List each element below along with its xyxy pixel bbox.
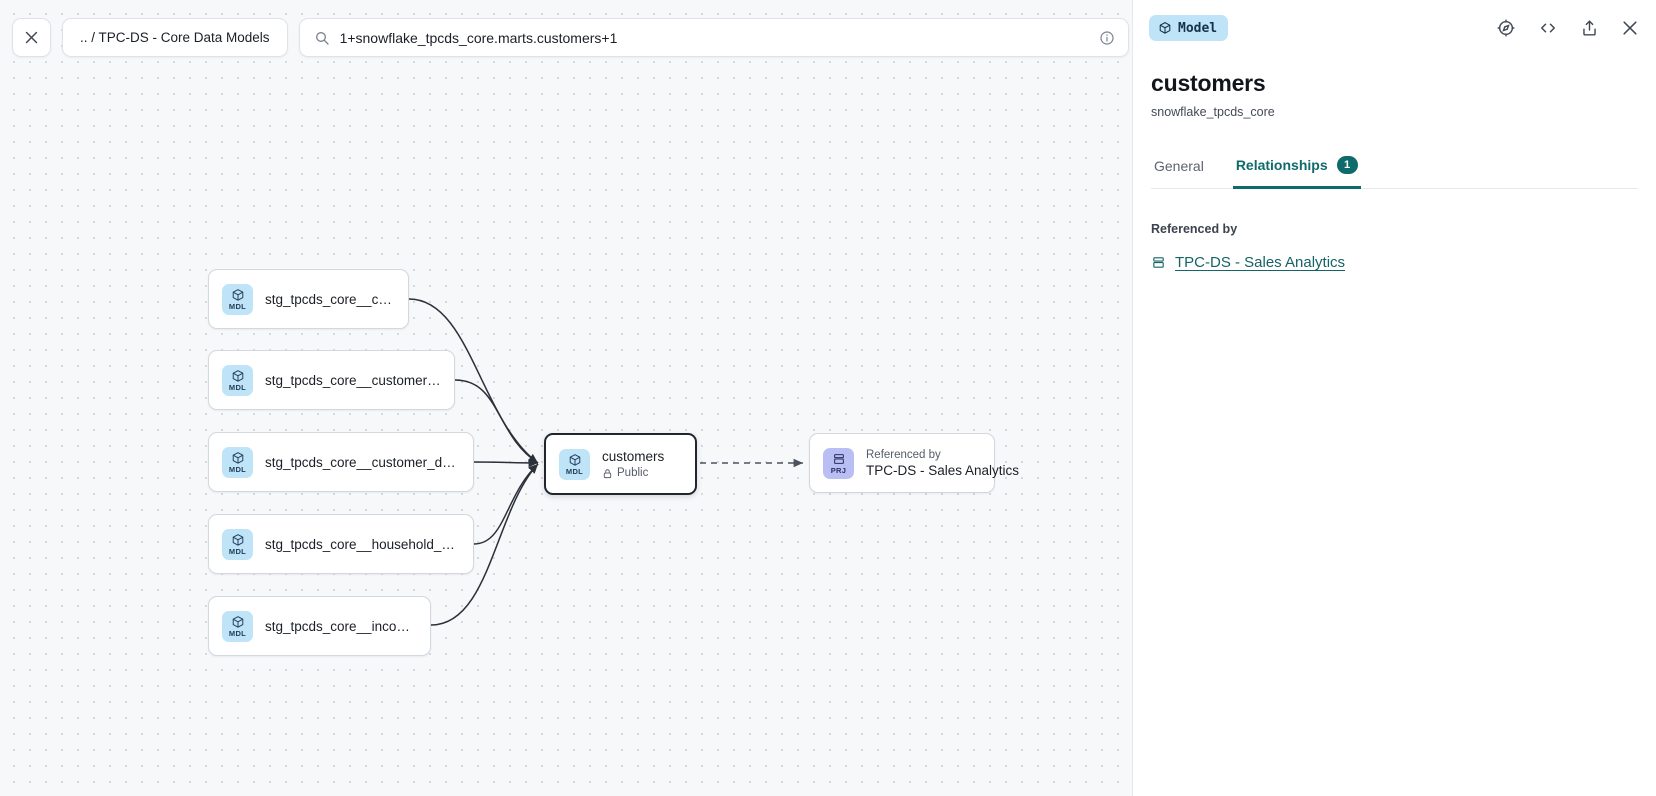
lineage-edges (408, 298, 803, 626)
panel-tabs: General Relationships 1 (1151, 155, 1638, 189)
model-badge: MDL (222, 283, 253, 315)
close-canvas-button[interactable] (12, 18, 51, 57)
node-referenced-by-project[interactable]: PRJ Referenced by TPC-DS - Sales Analyti… (809, 433, 1019, 493)
info-circle-icon[interactable] (1099, 30, 1115, 46)
tab-general-label: General (1154, 158, 1204, 174)
model-badge: MDL (222, 528, 253, 560)
model-badge: MDL (222, 446, 253, 478)
project-icon (1153, 257, 1164, 268)
panel-subtitle: snowflake_tpcds_core (1151, 105, 1275, 119)
node-label: stg_tpcds_core__customer (265, 291, 395, 307)
node-stg-customer-demographics[interactable]: MDL stg_tpcds_core__customer_demogra… (208, 432, 474, 492)
project-badge-label: PRJ (830, 465, 847, 475)
referenced-by-label: Referenced by (1151, 222, 1238, 236)
node-access: Public (602, 467, 664, 479)
panel-body: customers snowflake_tpcds_core General R… (1133, 56, 1656, 271)
edge-customer-demographics (473, 458, 539, 468)
node-stg-income-band[interactable]: MDL stg_tpcds_core__income_band (208, 596, 431, 656)
page-title: customers (1151, 70, 1266, 96)
close-icon (1623, 21, 1637, 35)
details-panel: Model (1132, 0, 1656, 796)
entity-kind-badge[interactable]: Model (1149, 15, 1229, 41)
status-badge: 1 (1336, 156, 1358, 174)
model-badge-label: MDL (228, 546, 247, 556)
model-badge-label: MDL (228, 628, 247, 638)
panel-action-bar (1496, 18, 1640, 38)
code-button[interactable] (1537, 18, 1559, 38)
node-label: TPC-DS - Sales Analytics (866, 462, 1020, 478)
panel-header: Model (1133, 0, 1656, 56)
entity-kind-label: Model (1178, 20, 1218, 36)
close-icon (25, 31, 38, 44)
cube-icon (232, 533, 243, 546)
cube-icon (232, 615, 243, 628)
project-icon (833, 453, 844, 464)
project-badge: PRJ (823, 447, 854, 479)
node-label: customers (602, 449, 665, 464)
cube-icon (1159, 22, 1171, 34)
cube-icon (232, 369, 243, 382)
share-icon (1583, 20, 1596, 36)
node-access-label: Public (617, 467, 649, 479)
explore-button[interactable] (1496, 18, 1516, 38)
node-label: stg_tpcds_core__customer_address (265, 372, 441, 388)
tab-relationships-label: Relationships (1235, 157, 1328, 173)
model-badge-label: MDL (565, 466, 584, 476)
list-item[interactable]: TPC-DS - Sales Analytics (1151, 254, 1638, 271)
tab-general[interactable]: General (1151, 158, 1207, 189)
edge-income-band (430, 463, 539, 626)
code-icon (1541, 23, 1555, 33)
node-label: stg_tpcds_core__customer_demogra… (265, 454, 460, 470)
node-stg-customer[interactable]: MDL stg_tpcds_core__customer (208, 269, 409, 329)
model-badge-label: MDL (228, 301, 247, 311)
edge-customer-address (454, 379, 539, 464)
share-button[interactable] (1580, 18, 1599, 38)
node-label: stg_tpcds_core__household_demogr… (265, 536, 460, 552)
search-icon (315, 31, 329, 45)
tab-relationships[interactable]: Relationships 1 (1232, 156, 1361, 189)
node-customers-selected[interactable]: MDL customers Public (544, 433, 697, 495)
node-caption: Referenced by (866, 448, 941, 461)
edge-household-demographics (473, 463, 539, 545)
cube-icon (232, 288, 243, 301)
referenced-by-link[interactable]: TPC-DS - Sales Analytics (1175, 254, 1346, 271)
lineage-search[interactable]: 1+snowflake_tpcds_core.marts.customers+1 (298, 18, 1129, 57)
search-input[interactable]: 1+snowflake_tpcds_core.marts.customers+1 (339, 29, 618, 46)
model-badge-label: MDL (228, 382, 247, 392)
explore-icon (1497, 19, 1515, 37)
canvas-toolbar: .. / TPC-DS - Core Data Models 1+snowfla… (12, 18, 1132, 57)
node-stg-household-demographics[interactable]: MDL stg_tpcds_core__household_demogr… (208, 514, 474, 574)
node-label: stg_tpcds_core__income_band (265, 618, 417, 634)
edge-customer (408, 298, 539, 464)
breadcrumb[interactable]: .. / TPC-DS - Core Data Models (62, 18, 288, 57)
model-badge: MDL (559, 448, 590, 480)
cube-icon (569, 453, 580, 466)
model-badge: MDL (222, 610, 253, 642)
lock-icon (603, 468, 612, 478)
close-panel-button[interactable] (1620, 18, 1640, 38)
lineage-canvas[interactable]: .. / TPC-DS - Core Data Models 1+snowfla… (0, 0, 1132, 796)
model-badge: MDL (222, 364, 253, 396)
cube-icon (232, 451, 243, 464)
node-stg-customer-address[interactable]: MDL stg_tpcds_core__customer_address (208, 350, 455, 410)
model-badge-label: MDL (228, 464, 247, 474)
